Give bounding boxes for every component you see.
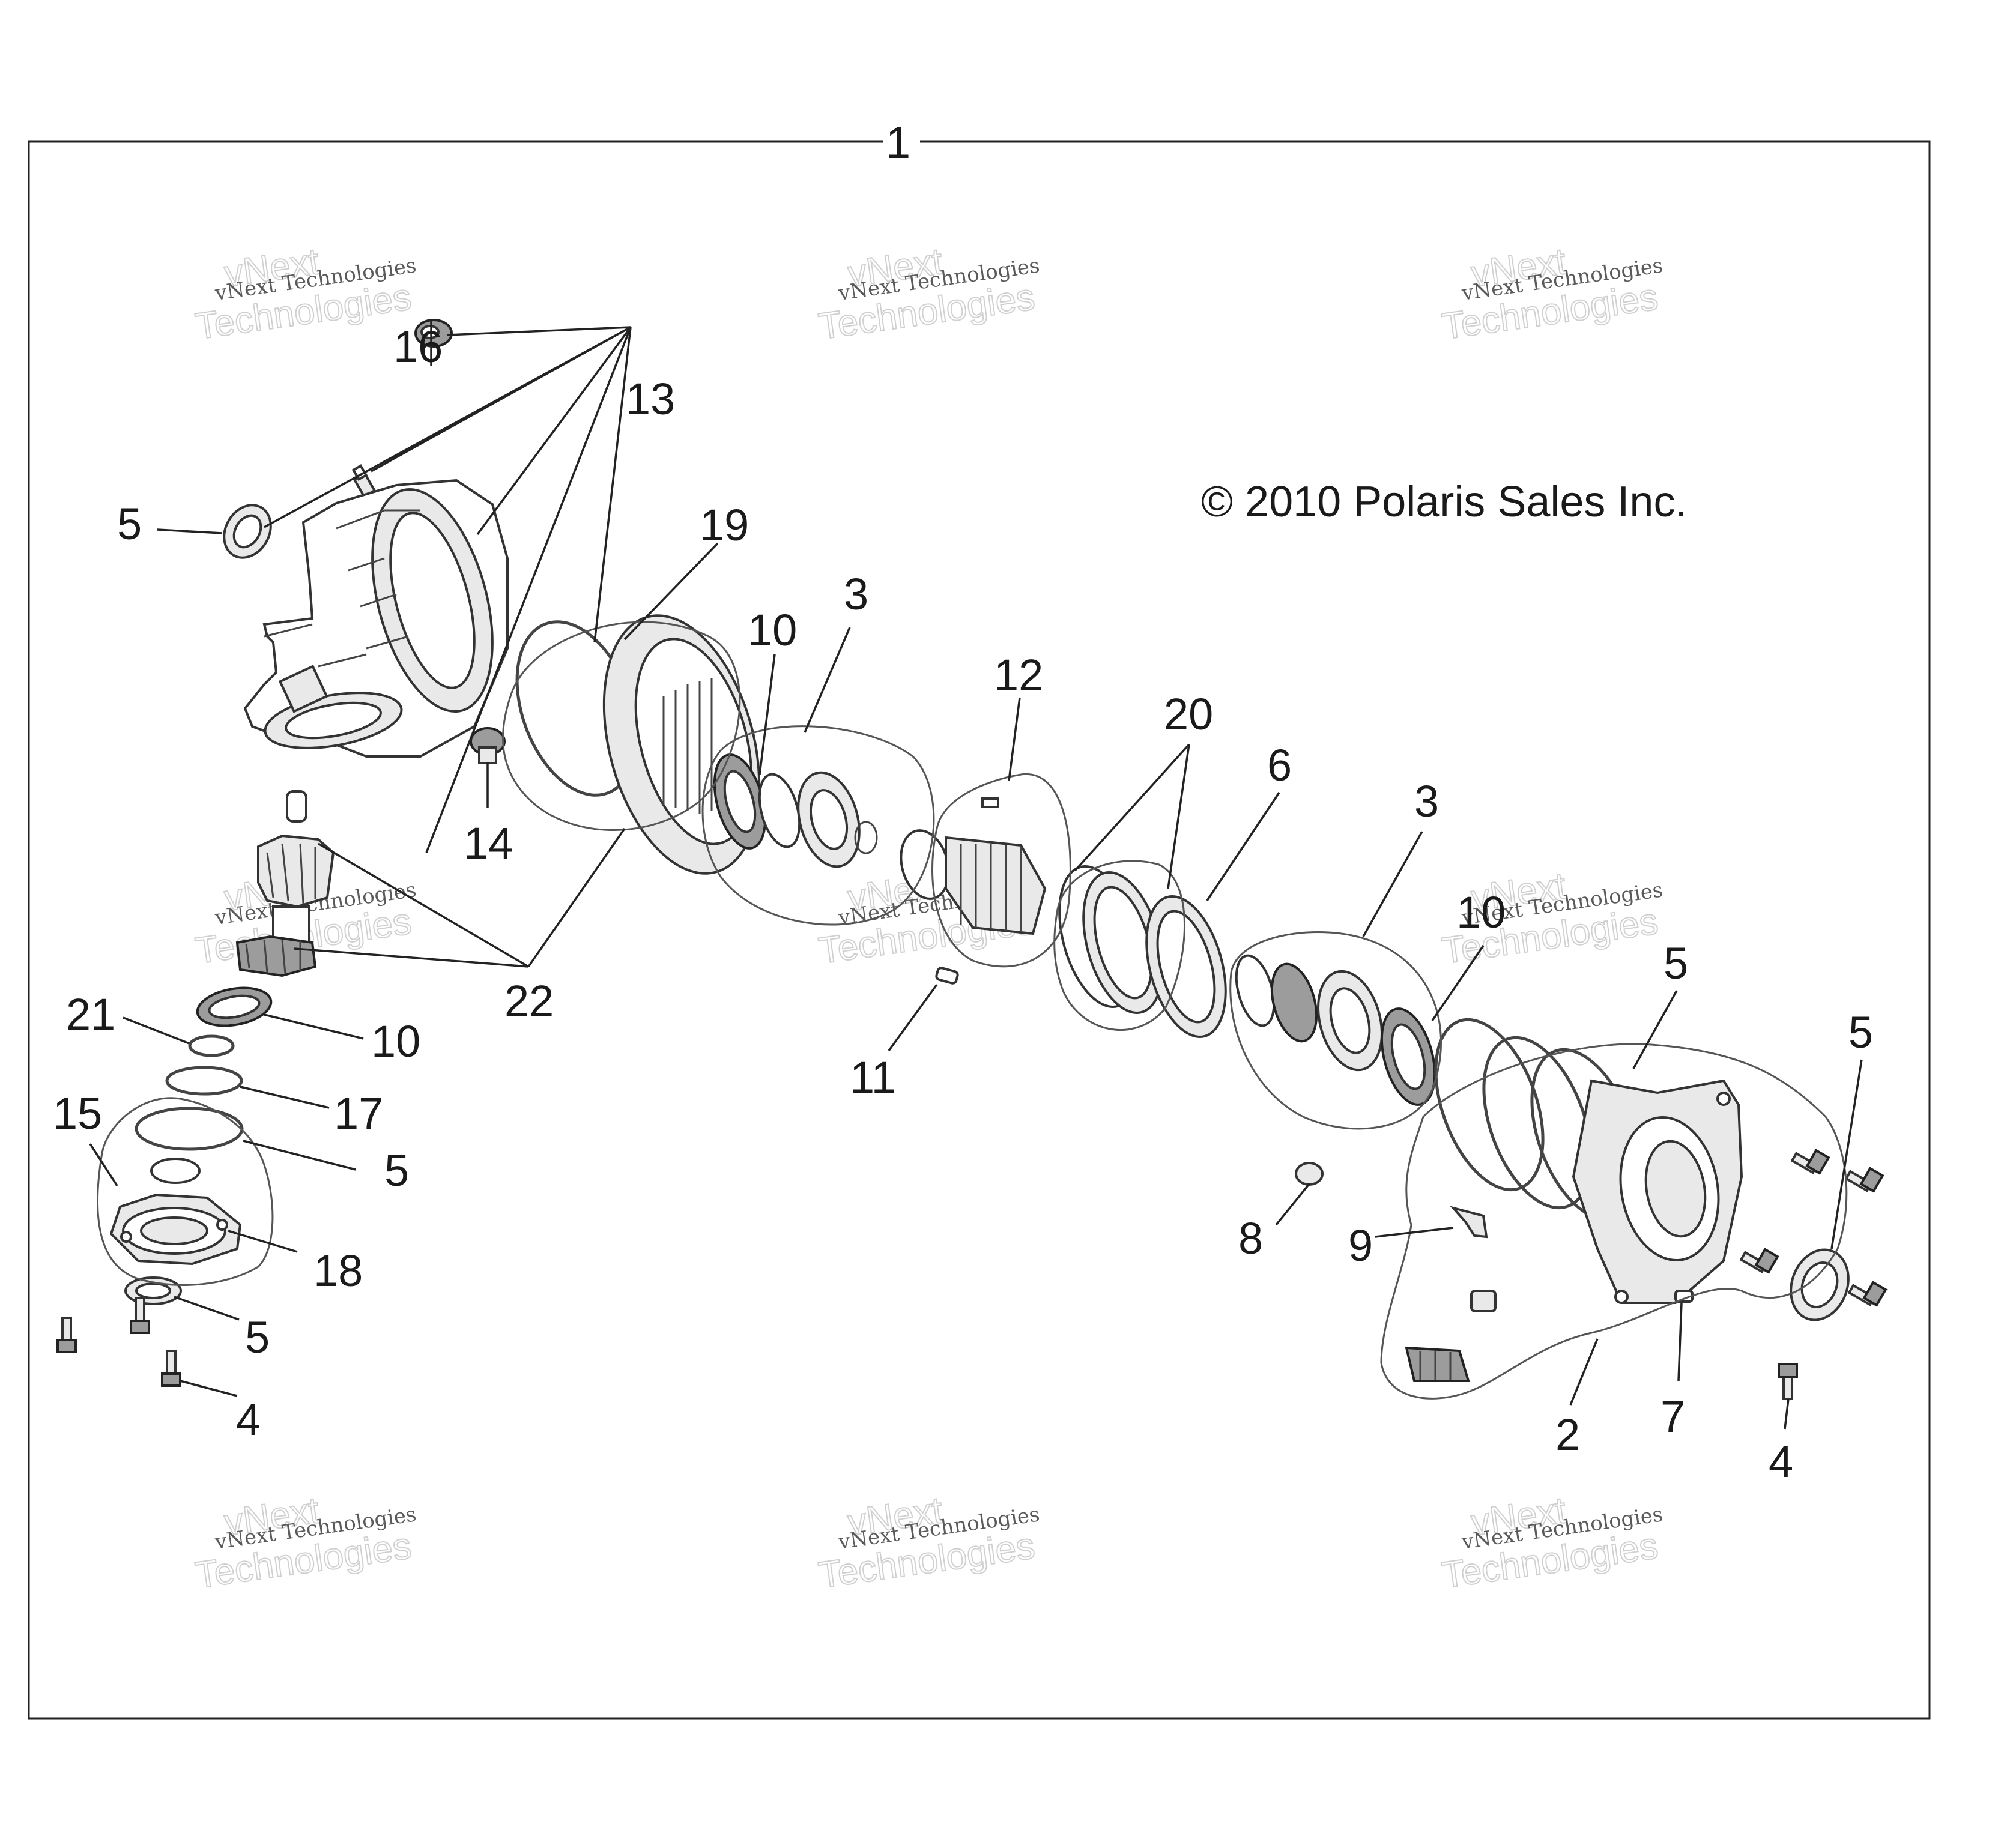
callout-12: 12 (994, 650, 1043, 700)
bearing-set-right-part (1235, 954, 1436, 1106)
callout-5-o-ring: 5 (384, 1146, 409, 1195)
callout-11: 11 (850, 1052, 896, 1102)
bolts-left-part (56, 1297, 181, 1387)
callout-10-right: 10 (1456, 887, 1506, 937)
callout-3-right: 3 (1414, 776, 1439, 826)
callout-16: 16 (393, 322, 443, 372)
callout-5-upper-left: 5 (117, 499, 142, 549)
callout-15: 15 (53, 1089, 102, 1138)
seal-right-part (1790, 1248, 1850, 1321)
callout-9: 9 (1348, 1221, 1373, 1270)
boundary-end-cover-15 (97, 1097, 274, 1286)
callout-10-left: 10 (371, 1016, 420, 1066)
watermark-bottom-right: vNext Technologies vNext Technologies (1439, 1489, 1665, 1597)
callout-14: 14 (464, 818, 513, 868)
breather-cap-part (414, 319, 453, 348)
o-ring-small-part (165, 1066, 243, 1096)
watermark-top-left: vNext Technologies vNext Technologies (192, 240, 418, 348)
armature-plates-part (1058, 865, 1164, 1014)
callout-4-bottom-left: 4 (236, 1395, 261, 1445)
watermark-top-right: vNext Technologies vNext Technologies (1439, 240, 1665, 348)
callout-20: 20 (1164, 689, 1213, 739)
copyright-notice: © 2010 Polaris Sales Inc. (1201, 478, 1687, 526)
watermark-bottom-left: vNext Technologies vNext Technologies (192, 1489, 418, 1597)
callout-21: 21 (66, 989, 115, 1039)
dowel-pin-part (935, 967, 959, 985)
boundary-bearing-set-3b (1229, 931, 1442, 1130)
callout-labels: 1 16 13 5 19 10 3 12 20 6 3 10 5 5 14 22… (53, 118, 1873, 1487)
callout-1: 1 (886, 118, 910, 168)
callout-3-middle: 3 (844, 569, 868, 619)
callout-6: 6 (1267, 740, 1292, 790)
callout-19: 19 (700, 500, 749, 550)
boundary-ring-gear-19 (502, 621, 741, 831)
gearcase-housing-part (243, 479, 509, 758)
drain-plug-part (470, 727, 506, 764)
watermark-top-center: vNext Technologies vNext Technologies (816, 240, 1041, 348)
end-cover-part (109, 1158, 242, 1266)
assembly-frame (28, 140, 1931, 1720)
seal-upper-left-part (223, 504, 272, 559)
callout-5-far-right: 5 (1848, 1007, 1873, 1057)
callout-18: 18 (313, 1246, 363, 1296)
callout-5-bottom-left: 5 (245, 1312, 270, 1362)
watermark-group: vNext Technologies vNext Technologies vN… (192, 240, 1665, 1597)
sensor-part (1405, 1290, 1497, 1382)
pinion-shaft-part (235, 790, 335, 977)
callout-8: 8 (1238, 1213, 1263, 1263)
vent-fitting-part (351, 464, 377, 498)
callout-4-right: 4 (1769, 1437, 1793, 1487)
boundary-armature-20 (1053, 860, 1185, 1031)
right-cover-part (1572, 1079, 1743, 1304)
watermark-bottom-center: vNext Technologies vNext Technologies (816, 1489, 1041, 1597)
boundary-clutch-12 (931, 773, 1071, 968)
callout-17: 17 (334, 1089, 383, 1138)
clutch-cage-part (900, 797, 1047, 935)
callout-5-right-upper: 5 (1663, 938, 1688, 988)
o-ring-large-part (135, 1107, 244, 1151)
leader-lines (89, 321, 1863, 1430)
bearing-set-middle-part (713, 753, 878, 868)
boundary-bearing-set-3 (701, 725, 935, 926)
callout-13: 13 (626, 374, 675, 424)
boundary-right-cover (1380, 1043, 1848, 1400)
clip-part (1450, 1206, 1488, 1239)
bushing-part (1295, 1162, 1324, 1186)
callout-10-middle: 10 (748, 605, 797, 655)
callout-22: 22 (504, 976, 554, 1026)
callout-7: 7 (1660, 1392, 1685, 1442)
callout-2: 2 (1555, 1410, 1580, 1460)
snap-ring-part (188, 1034, 235, 1057)
bearing-left-part (196, 986, 273, 1027)
